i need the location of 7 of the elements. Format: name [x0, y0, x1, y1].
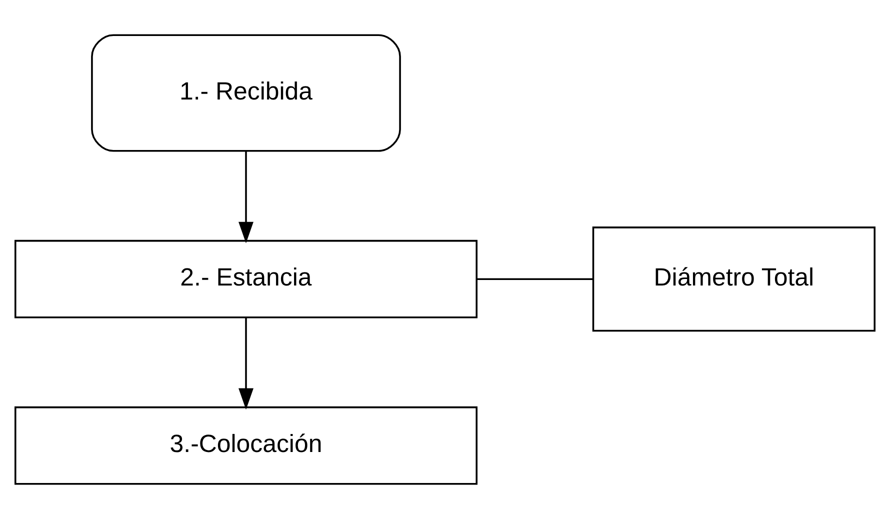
arrow [238, 317, 254, 410]
connector [476, 278, 594, 280]
node-box: 1.- Recibida [91, 34, 401, 152]
arrow [238, 150, 254, 243]
node-box: 2.- Estancia [14, 239, 478, 318]
node-box: 3.-Colocación [14, 406, 478, 484]
node-box: Diámetro Total [592, 226, 876, 332]
